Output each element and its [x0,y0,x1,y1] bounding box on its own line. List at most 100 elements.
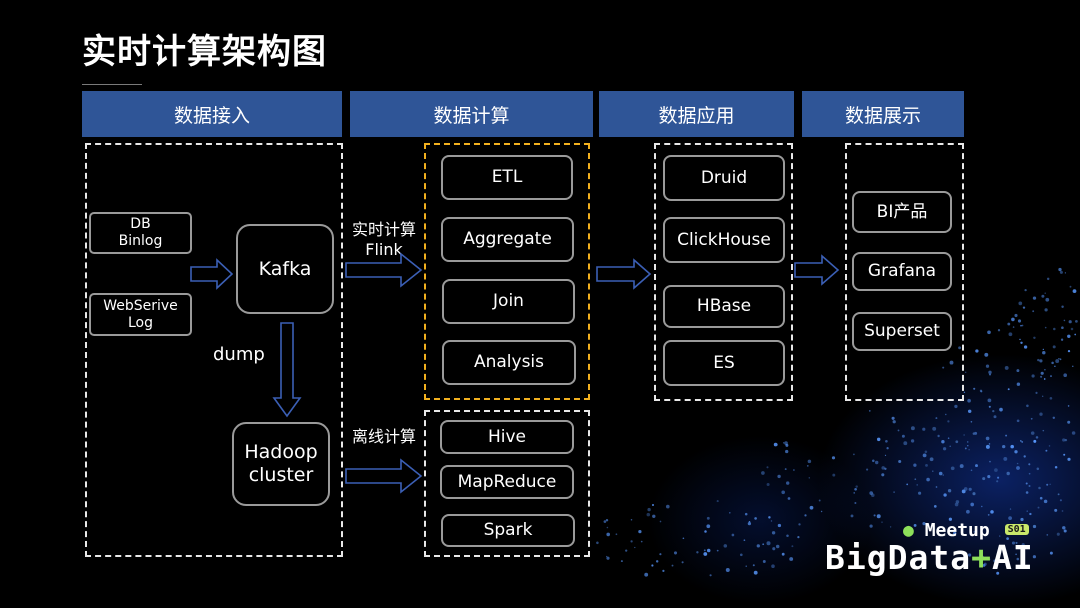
star-dot [871,493,875,497]
star-dot [1064,272,1067,274]
star-dot [1021,324,1024,327]
star-dot [766,482,770,487]
compute-node-etl: ETL [441,155,573,200]
star-dot [739,553,743,557]
star-dot [791,545,794,548]
star-dot [766,541,771,546]
star-dot [854,501,857,505]
star-dot [1044,369,1046,371]
star-dot [793,469,795,471]
compute-node-hive: Hive [440,420,574,454]
star-dot [777,474,781,479]
star-dot [806,465,809,467]
header-data-apply: 数据应用 [599,91,794,137]
star-dot [987,398,992,403]
star-dot [988,370,992,375]
star-dot [922,453,927,458]
star-dot [954,502,959,507]
star-dot [1022,306,1026,309]
star-dot [797,535,800,539]
brand-bigdata-ai-logo: BigData+AI [825,538,1034,577]
star-dot [881,521,883,523]
star-dot [1033,439,1037,443]
star-dot [640,540,643,543]
star-dot [1010,444,1014,449]
star-dot [1007,322,1011,326]
star-dot [866,468,869,471]
star-dot [975,349,979,353]
star-dot [924,450,928,454]
star-dot [1043,499,1048,504]
star-dot [1068,320,1072,324]
star-dot [630,540,633,543]
star-dot [1041,294,1045,298]
db-binlog-node: DB Binlog [89,212,192,254]
star-dot [1005,434,1008,437]
star-dot [1042,350,1046,355]
star-dot [1067,405,1070,407]
star-dot [1043,378,1046,380]
star-dot [1061,305,1064,309]
star-dot [949,445,951,448]
star-dot [725,568,730,572]
star-dot [1061,510,1064,512]
star-dot [1033,336,1036,340]
star-dot [970,420,973,423]
star-dot [852,453,855,456]
star-dot [784,468,787,471]
star-dot [798,523,801,526]
star-dot [979,389,983,393]
star-dot [922,427,926,431]
star-dot [1030,417,1033,420]
star-dot [630,519,633,521]
star-dot [1030,431,1035,435]
star-dot [884,467,887,470]
star-dot [634,546,636,549]
star-dot [938,471,943,476]
star-dot [906,483,909,486]
star-dot [869,491,874,495]
ingest-container [85,143,343,557]
brand-main-left: BigData [825,538,972,577]
dump-label: dump [213,344,265,365]
star-dot [1019,338,1021,341]
star-dot [925,464,928,467]
star-dot [1039,359,1043,363]
star-dot [1029,512,1032,516]
star-dot [706,548,711,553]
star-dot [1016,382,1021,386]
star-dot [1046,483,1049,486]
star-dot [972,492,976,496]
star-dot [762,560,766,563]
star-dot [997,476,1000,479]
star-dot [1060,338,1064,341]
star-dot [985,444,990,449]
star-dot [620,560,623,563]
star-dot [850,514,854,518]
star-dot [706,516,710,520]
star-dot [1011,317,1015,322]
star-dot [913,463,917,467]
star-dot [1012,326,1015,328]
brand-meetup-text: Meetup [924,520,990,541]
star-dot [854,487,857,491]
star-dot [655,560,659,563]
star-dot [868,410,871,412]
star-dot [644,572,649,577]
star-dot [967,445,969,447]
star-dot [706,524,711,529]
star-dot [1063,373,1068,378]
star-dot [703,549,706,552]
star-dot [785,449,789,454]
kafka-to-hadoop-arrow [272,322,302,418]
star-dot [941,440,945,444]
star-dot [659,520,662,523]
star-dot [596,541,599,545]
star-dot [885,439,888,443]
star-dot [771,531,776,535]
star-dot [756,544,760,548]
star-dot [1037,358,1040,362]
star-dot [987,514,990,516]
star-dot [975,464,978,468]
star-dot [745,565,747,567]
